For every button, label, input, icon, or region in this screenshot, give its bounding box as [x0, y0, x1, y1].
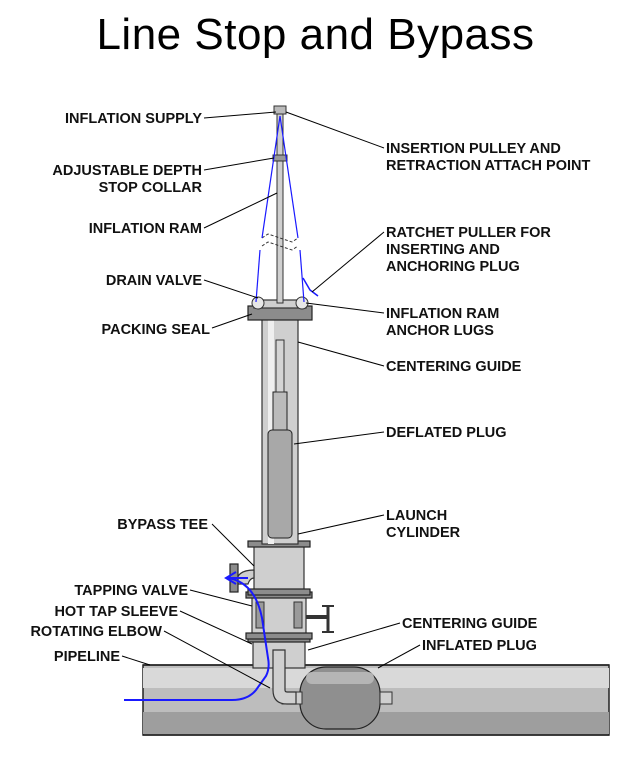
- label-adjustable-depth-line1: ADJUSTABLE DEPTH: [52, 163, 202, 179]
- label-ratchet-puller-line2: INSERTING AND: [386, 242, 500, 258]
- label-inflation-supply: INFLATION SUPPLY: [65, 111, 202, 127]
- rotating-elbow-shape: [272, 649, 297, 705]
- leader-lines-left: [121, 111, 278, 689]
- deflated-plug-shape: [267, 339, 293, 539]
- bypass-tee-shape: [229, 540, 311, 596]
- label-launch-cylinder-line1: LAUNCH: [386, 508, 447, 524]
- tapping-valve-shape: [245, 591, 334, 640]
- label-ratchet-puller-line3: ANCHORING PLUG: [386, 259, 520, 275]
- label-anchor-lugs-line2: ANCHOR LUGS: [386, 323, 494, 339]
- label-inflated-plug: INFLATED PLUG: [422, 638, 537, 654]
- label-hot-tap-sleeve: HOT TAP SLEEVE: [54, 604, 178, 620]
- label-drain-valve: DRAIN VALVE: [106, 273, 202, 289]
- top-flange-shape: [247, 296, 313, 321]
- label-tapping-valve: TAPPING VALVE: [74, 583, 188, 599]
- label-pipeline: PIPELINE: [54, 649, 120, 665]
- label-launch-cylinder-line2: CYLINDER: [386, 525, 461, 541]
- label-centering-guide-bottom: CENTERING GUIDE: [402, 616, 538, 632]
- label-inflation-ram: INFLATION RAM: [89, 221, 202, 237]
- label-insertion-pulley-line1: INSERTION PULLEY AND: [386, 141, 561, 157]
- label-centering-guide-top: CENTERING GUIDE: [386, 359, 522, 375]
- labels-left: INFLATION SUPPLY ADJUSTABLE DEPTH STOP C…: [30, 111, 210, 665]
- label-anchor-lugs-line1: INFLATION RAM: [386, 306, 499, 322]
- label-rotating-elbow: ROTATING ELBOW: [30, 624, 162, 640]
- inflation-ram-shape: [261, 105, 299, 304]
- label-insertion-pulley-line2: RETRACTION ATTACH POINT: [386, 158, 590, 174]
- labels-right: INSERTION PULLEY AND RETRACTION ATTACH P…: [386, 141, 590, 654]
- label-adjustable-depth-line2: STOP COLLAR: [99, 180, 203, 196]
- label-deflated-plug: DEFLATED PLUG: [386, 425, 507, 441]
- insertion-cable: [255, 115, 319, 303]
- leader-lines-right: [285, 111, 421, 669]
- label-bypass-tee: BYPASS TEE: [117, 517, 208, 533]
- diagram-title: Line Stop and Bypass: [96, 10, 535, 59]
- label-ratchet-puller-line1: RATCHET PULLER FOR: [386, 225, 551, 241]
- bypass-flow-line: [124, 571, 270, 701]
- label-packing-seal: PACKING SEAL: [102, 322, 211, 338]
